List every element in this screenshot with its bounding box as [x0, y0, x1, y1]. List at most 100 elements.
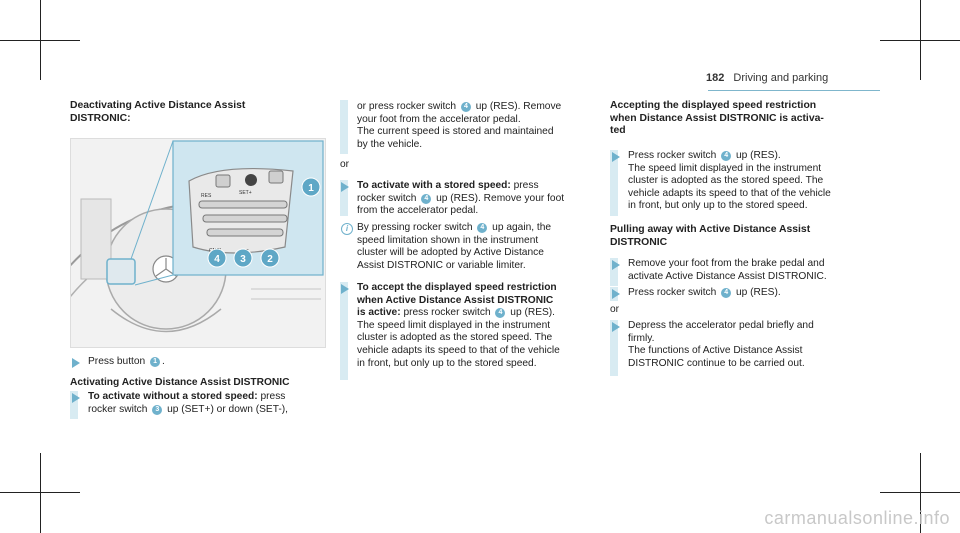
- step-bar: [340, 100, 348, 154]
- step-arrow-icon: [612, 322, 620, 332]
- line-text: or press rocker switch: [357, 101, 459, 112]
- step-title: To activate without a stored speed:: [88, 391, 258, 402]
- crop-mark: [920, 0, 921, 80]
- badge-4: 4: [495, 308, 506, 319]
- heading-line: ted: [610, 125, 626, 137]
- callout-2: 2: [267, 254, 273, 265]
- line-text: cluster will be adopted by Active Distan…: [357, 247, 544, 259]
- accepting-heading: Accepting the displayed speed restrictio…: [610, 100, 824, 138]
- step-arrow-icon: [612, 289, 620, 299]
- press-rocker-step: Press rocker switch 4 up (RES).: [628, 287, 781, 300]
- badge-4: 4: [721, 151, 732, 161]
- line-text: up again, the: [489, 222, 552, 233]
- line-text: DISTRONIC continue to be carried out.: [628, 357, 805, 369]
- heading-line: DISTRONIC:: [70, 112, 131, 124]
- line-text: from the accelerator pedal.: [357, 205, 479, 217]
- info-note: By pressing rocker switch 4 up again, th…: [357, 222, 551, 272]
- crop-mark: [920, 453, 921, 533]
- step-bar: [70, 391, 78, 419]
- line-text: Remove your foot from the brake pedal an…: [628, 258, 825, 269]
- step-text: up (RES).: [507, 307, 556, 319]
- step-arrow-icon: [72, 393, 80, 403]
- accept-step: Press rocker switch 4 up (RES). The spee…: [628, 150, 831, 213]
- line-text: firmly.: [628, 332, 655, 344]
- heading-line: when Distance Assist DISTRONIC is activa…: [610, 112, 824, 124]
- line-text: cluster is adopted as the stored speed. …: [628, 175, 824, 187]
- accelerator-step: Depress the accelerator pedal briefly an…: [628, 320, 814, 370]
- line-text: Assist DISTRONIC or variable limiter.: [357, 259, 526, 271]
- step-arrow-icon: [612, 260, 620, 270]
- step-arrow-icon: [341, 182, 349, 192]
- line-text: vehicle adapts its speed to that of the …: [357, 344, 560, 356]
- page-number: 182: [706, 72, 725, 84]
- step-bar: [610, 258, 618, 286]
- line-text: your foot from the accelerator pedal.: [357, 113, 521, 125]
- line-text: The current speed is stored and maintain…: [357, 126, 554, 138]
- badge-4: 4: [477, 223, 488, 233]
- line-text: speed limitation shown in the instrument: [357, 234, 539, 246]
- badge-1: 1: [150, 357, 161, 367]
- crop-mark: [40, 0, 41, 80]
- line-text: rocker switch: [357, 192, 420, 204]
- watermark: carmanualsonline.info: [764, 508, 950, 528]
- line-text: up (RES).: [733, 150, 781, 161]
- callout-4: 4: [214, 254, 220, 265]
- step-bar: [340, 282, 348, 380]
- line-text: The speed limit displayed in the instrum…: [357, 319, 551, 331]
- badge-3: 3: [152, 404, 163, 415]
- step-text: .: [162, 356, 165, 367]
- pulling-away-heading: Pulling away with Active Distance Assist…: [610, 224, 810, 249]
- callout-3: 3: [240, 254, 246, 265]
- activating-heading: Activating Active Distance Assist DISTRO…: [70, 377, 290, 388]
- line-text: The speed limit displayed in the instrum…: [628, 162, 822, 174]
- badge-4: 4: [460, 102, 471, 112]
- steering-wheel-illustration: RES SET+ CNCL SET- 1 4 3 2: [71, 140, 324, 333]
- badge-4: 4: [421, 193, 432, 204]
- line-text: in front, but only up to the stored spee…: [357, 357, 537, 369]
- step-text: press: [510, 180, 539, 191]
- step-bar: [610, 320, 618, 376]
- line-text: By pressing rocker switch: [357, 222, 476, 233]
- badge-4: 4: [721, 288, 732, 298]
- heading-line: Pulling away with Active Distance Assist: [610, 224, 811, 235]
- line-text: up (RES). Remove: [472, 101, 562, 112]
- line-text: Depress the accelerator pedal briefly an…: [628, 320, 814, 331]
- step-text: press rocker switch: [400, 307, 494, 319]
- activate-with-stored: To activate with a stored speed: press r…: [357, 180, 564, 218]
- step-title: To activate with a stored speed:: [357, 180, 511, 191]
- line-text: up (RES).: [733, 287, 781, 298]
- steering-wheel-figure: RES SET+ CNCL SET- 1 4 3 2: [70, 138, 326, 348]
- step-arrow-icon: [341, 284, 349, 294]
- accept-restriction: To accept the displayed speed restrictio…: [357, 282, 560, 370]
- step-text: rocker switch: [88, 403, 148, 415]
- page-header: 182 Driving and parking: [706, 72, 828, 84]
- or-text: or: [340, 159, 350, 170]
- activate-without-stored: To activate without a stored speed: pres…: [88, 391, 288, 416]
- line-text: Press rocker switch: [628, 150, 720, 161]
- step-press-button: Press button 1.: [88, 356, 165, 369]
- line-text: by the vehicle.: [357, 138, 423, 150]
- step-bar: [340, 180, 348, 216]
- heading-line: Accepting the displayed speed restrictio…: [610, 100, 817, 111]
- set-plus-label: SET+: [239, 190, 252, 196]
- step-text: up (SET+) or down (SET-),: [164, 403, 288, 415]
- remove-foot-step: Remove your foot from the brake pedal an…: [628, 258, 827, 283]
- section-title: Driving and parking: [733, 72, 829, 84]
- crop-mark: [40, 453, 41, 533]
- continued-text: or press rocker switch 4 up (RES). Remov…: [357, 101, 561, 151]
- line-text: Press rocker switch: [628, 287, 720, 298]
- res-label: RES: [201, 193, 212, 199]
- step-title: is active:: [357, 307, 401, 319]
- line-text: activate Active Distance Assist DISTRONI…: [628, 270, 827, 282]
- callout-1: 1: [308, 183, 314, 194]
- heading-line: DISTRONIC: [610, 236, 668, 248]
- step-arrow-icon: [72, 358, 80, 368]
- deactivating-heading: Deactivating Active Distance Assist DIST…: [70, 100, 245, 125]
- line-text: in front, but only up to the stored spee…: [628, 200, 808, 212]
- step-title: when Active Distance Assist DISTRONIC: [357, 294, 554, 306]
- line-text: up (RES). Remove your foot: [433, 192, 565, 204]
- heading-line: Deactivating Active Distance Assist: [70, 100, 246, 111]
- step-title: To accept the displayed speed restrictio…: [357, 282, 557, 293]
- line-text: vehicle adapts its speed to that of the …: [628, 187, 831, 199]
- step-bar: [610, 150, 618, 216]
